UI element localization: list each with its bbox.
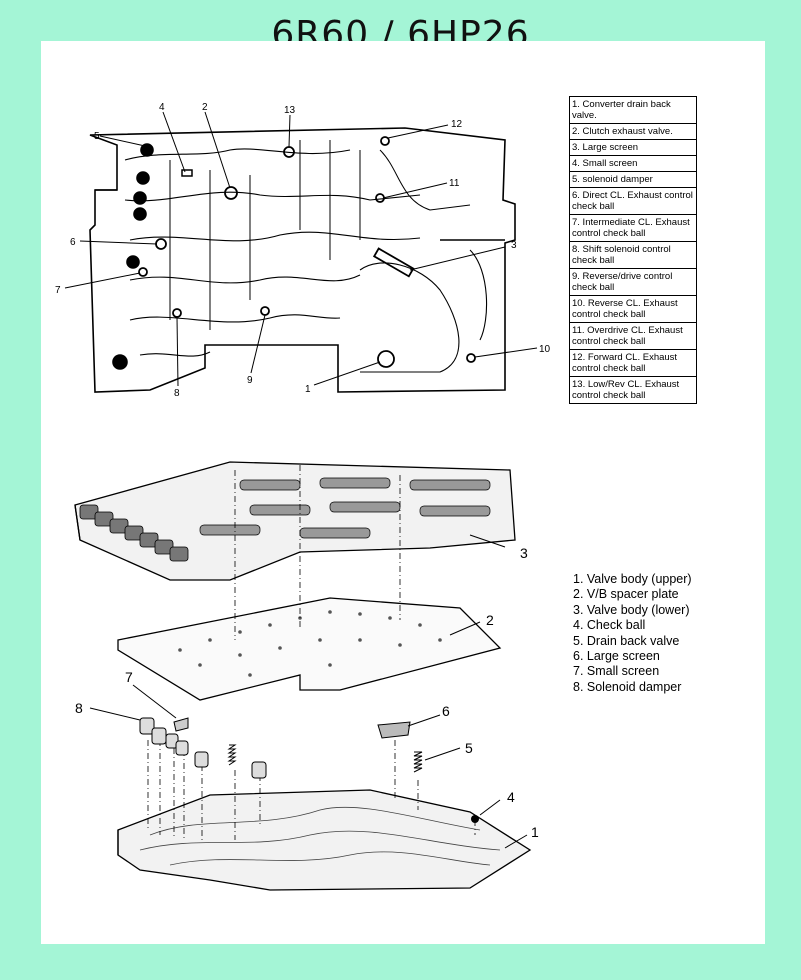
bottom-callout-3: 3	[520, 545, 528, 561]
legend-item: 5. Drain back valve	[573, 633, 680, 648]
top-legend-table: 1. Converter drain back valve. 2. Clutch…	[569, 96, 697, 404]
top-callout-2: 2	[202, 102, 208, 113]
bottom-legend-list: 1. Valve body (upper) 2. V/B spacer plat…	[573, 572, 692, 695]
check-ball-part	[471, 815, 479, 823]
bottom-callout-numbers: 3 2 8 7 6 5 4 1	[75, 545, 539, 840]
top-callout-11: 11	[449, 178, 460, 189]
bottom-callout-8: 8	[75, 700, 83, 716]
top-callout-9: 9	[247, 375, 253, 386]
legend-item: 7. Intermediate CL. Exhaust control chec…	[569, 214, 697, 242]
legend-item: 2. Clutch exhaust valve.	[569, 123, 697, 140]
drain-back-springs	[227, 744, 423, 773]
legend-item: 9. Reverse/drive control check ball	[569, 268, 697, 296]
top-callout-8: 8	[174, 388, 180, 399]
bottom-leader-lines	[89, 534, 528, 849]
solenoid-dampers	[139, 717, 267, 779]
bottom-callout-4: 4	[507, 789, 515, 805]
top-callout-6: 6	[70, 237, 76, 248]
valve-body-plan-view	[89, 127, 516, 393]
top-callout-1: 1	[305, 384, 311, 395]
top-callout-12: 12	[451, 119, 463, 130]
legend-item: 12. Forward CL. Exhaust control check ba…	[569, 349, 697, 377]
small-screen-part	[173, 717, 189, 732]
legend-item: 11. Overdrive CL. Exhaust control check …	[569, 322, 697, 350]
valve-bores-lower	[199, 477, 491, 539]
top-callout-7: 7	[55, 285, 61, 296]
legend-item: 4. Small screen	[569, 155, 697, 172]
legend-item: 3. Large screen	[569, 139, 697, 156]
top-callout-13: 13	[284, 105, 296, 116]
legend-item: 10. Reverse CL. Exhaust control check ba…	[569, 295, 697, 323]
lower-valve-body	[74, 461, 516, 581]
legend-item: 5. solenoid damper	[569, 171, 697, 188]
bottom-callout-1: 1	[531, 824, 539, 840]
legend-item: 6. Large screen	[573, 649, 660, 664]
legend-item: 13. Low/Rev CL. Exhaust control check ba…	[569, 376, 697, 404]
legend-item: 1. Converter drain back valve.	[569, 96, 697, 124]
solenoid-row	[79, 504, 189, 562]
top-callout-numbers: 5 4 2 13 12 11 6 7 3 8 9 1 10	[55, 102, 551, 399]
legend-item: 8. Shift solenoid control check ball	[569, 241, 697, 269]
legend-item: 3. Valve body (lower)	[573, 602, 690, 617]
legend-item: 6. Direct CL. Exhaust control check ball	[569, 187, 697, 215]
large-screen-part	[377, 721, 411, 739]
small-screen-slot	[181, 169, 193, 177]
top-leader-lines	[64, 111, 538, 387]
alignment-lines	[147, 465, 476, 840]
top-callout-5: 5	[94, 131, 100, 142]
top-callout-10: 10	[539, 344, 551, 355]
legend-item: 2. V/B spacer plate	[573, 587, 679, 602]
upper-valve-body	[117, 789, 532, 891]
bottom-callout-7: 7	[125, 669, 133, 685]
spacer-plate	[117, 597, 502, 701]
top-callout-4: 4	[159, 102, 165, 113]
top-callout-3: 3	[511, 240, 517, 251]
bottom-callout-5: 5	[465, 740, 473, 756]
check-ball-locations	[138, 136, 476, 368]
legend-item: 1. Valve body (upper)	[573, 572, 692, 586]
legend-item: 8. Solenoid damper	[573, 679, 682, 694]
large-screen-slot	[372, 247, 415, 278]
bottom-callout-2: 2	[486, 612, 494, 628]
legend-item: 7. Small screen	[573, 664, 660, 679]
legend-item: 4. Check ball	[573, 618, 646, 633]
bottom-callout-6: 6	[442, 703, 450, 719]
solenoid-damper-bores	[112, 143, 154, 370]
plate-outline	[89, 127, 516, 393]
